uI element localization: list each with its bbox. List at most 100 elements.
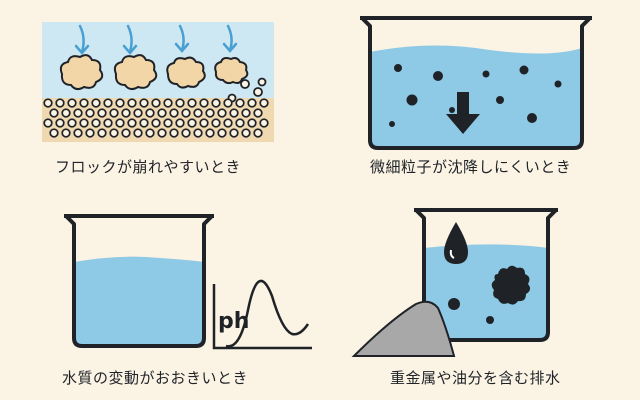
sediment-particle [169, 108, 179, 118]
sediment-particle [103, 98, 113, 108]
sediment-particle [127, 98, 137, 108]
sediment-particle [43, 118, 53, 128]
arrow-down-icon [122, 24, 138, 55]
sediment-particle [115, 98, 125, 108]
floc-breakup-illustration [42, 22, 274, 142]
sediment-particle [79, 118, 89, 128]
sediment-particle [247, 98, 257, 108]
sediment-particle [217, 108, 227, 118]
floc-icon [214, 57, 249, 85]
floc-icon [113, 54, 158, 91]
sediment-particle [205, 108, 215, 118]
sediment-particle [133, 128, 143, 138]
sediment-particle [211, 118, 221, 128]
beaker-outline [360, 16, 592, 150]
sediment-particle [169, 128, 179, 138]
arrow-down-icon [222, 24, 238, 53]
sediment-particle [259, 98, 269, 108]
sediment-particle [241, 128, 251, 138]
sediment-particle [67, 118, 77, 128]
floc-icon [166, 56, 206, 89]
beaker-outline [64, 214, 214, 348]
sediment-particle [97, 128, 107, 138]
sediment-particle [253, 108, 263, 118]
sediment-particle [109, 108, 119, 118]
particle [448, 298, 460, 310]
sediment-particle [247, 118, 257, 128]
sediment-particle [157, 108, 167, 118]
sediment-particle [61, 128, 71, 138]
caption-fine-particles: 微細粒子が沈降しにくいとき [370, 158, 572, 176]
sediment-particle [175, 98, 185, 108]
sediment-particle [85, 108, 95, 118]
sediment-particle [43, 98, 53, 108]
water [74, 256, 204, 346]
panel-heavy-metal-oil: 重金属や油分を含む排水 [320, 200, 640, 400]
caption-water-quality: 水質の変動がおおきいとき [62, 369, 249, 387]
sediment-particle [49, 128, 59, 138]
sediment-particle [199, 118, 209, 128]
sediment-particle [91, 98, 101, 108]
sediment-particle [109, 128, 119, 138]
floc-icon [59, 54, 104, 91]
sediment-particle [241, 108, 251, 118]
sediment-particle [181, 108, 191, 118]
ph-label: ph [218, 309, 249, 334]
sediment-particle [79, 98, 89, 108]
sediment-particle [223, 98, 233, 108]
sediment-particles [43, 98, 269, 138]
sediment-particle [205, 128, 215, 138]
sludge-pile [351, 300, 456, 357]
sediment-particle [127, 118, 137, 128]
panel-water-quality: ph 水質の変動がおおきいとき [0, 200, 320, 400]
particle [486, 316, 494, 324]
ph-curve [225, 279, 310, 348]
sediment-particle [139, 118, 149, 128]
sediment-particle [103, 118, 113, 128]
sediment-particle [73, 108, 83, 118]
sediment-particle [211, 98, 221, 108]
beaker-ph-illustration: ph [64, 214, 312, 350]
sediment-particle [67, 98, 77, 108]
sediment-particle [217, 128, 227, 138]
sediment-particle [163, 98, 173, 108]
oil-drop-icon [444, 222, 468, 264]
sediment-particle [91, 118, 101, 128]
sediment-particle [151, 98, 161, 108]
sediment-particle [121, 128, 131, 138]
caption-heavy-metal-oil: 重金属や油分を含む排水 [390, 369, 561, 387]
sediment-particle [163, 118, 173, 128]
sediment-particle [61, 108, 71, 118]
sediment-particle [145, 128, 155, 138]
arrow-down-icon [174, 24, 190, 53]
sediment-particle [193, 128, 203, 138]
sediment-particle [157, 128, 167, 138]
sediment-particle [193, 108, 203, 118]
sediment-particle [223, 118, 233, 128]
sediment-particle [199, 98, 209, 108]
sediment-particle [229, 128, 239, 138]
sediment-particle [55, 98, 65, 108]
sediment-particle [139, 98, 149, 108]
sediment-particle [121, 108, 131, 118]
sediment-particle [181, 128, 191, 138]
sediment-particle [49, 108, 59, 118]
sediment-particle [259, 118, 269, 128]
sediment-particle [145, 108, 155, 118]
floc-clusters [59, 54, 249, 91]
sediment-particle [55, 118, 65, 128]
sediment-particle [97, 108, 107, 118]
fine-particles [389, 64, 562, 127]
panel-floc-breakup: フロックが崩れやすいとき [0, 0, 320, 200]
panel-fine-particles: 微細粒子が沈降しにくいとき [320, 0, 640, 200]
sediment-particle [115, 118, 125, 128]
sediment-particle [253, 128, 263, 138]
sediment-particle [175, 118, 185, 128]
sediment-particle [187, 118, 197, 128]
sediment-particle [187, 98, 197, 108]
ph-graph-axes [212, 284, 312, 350]
sediment-particle [151, 118, 161, 128]
sediment-particle [85, 128, 95, 138]
downward-arrows [74, 24, 238, 55]
sediment-particle [229, 108, 239, 118]
